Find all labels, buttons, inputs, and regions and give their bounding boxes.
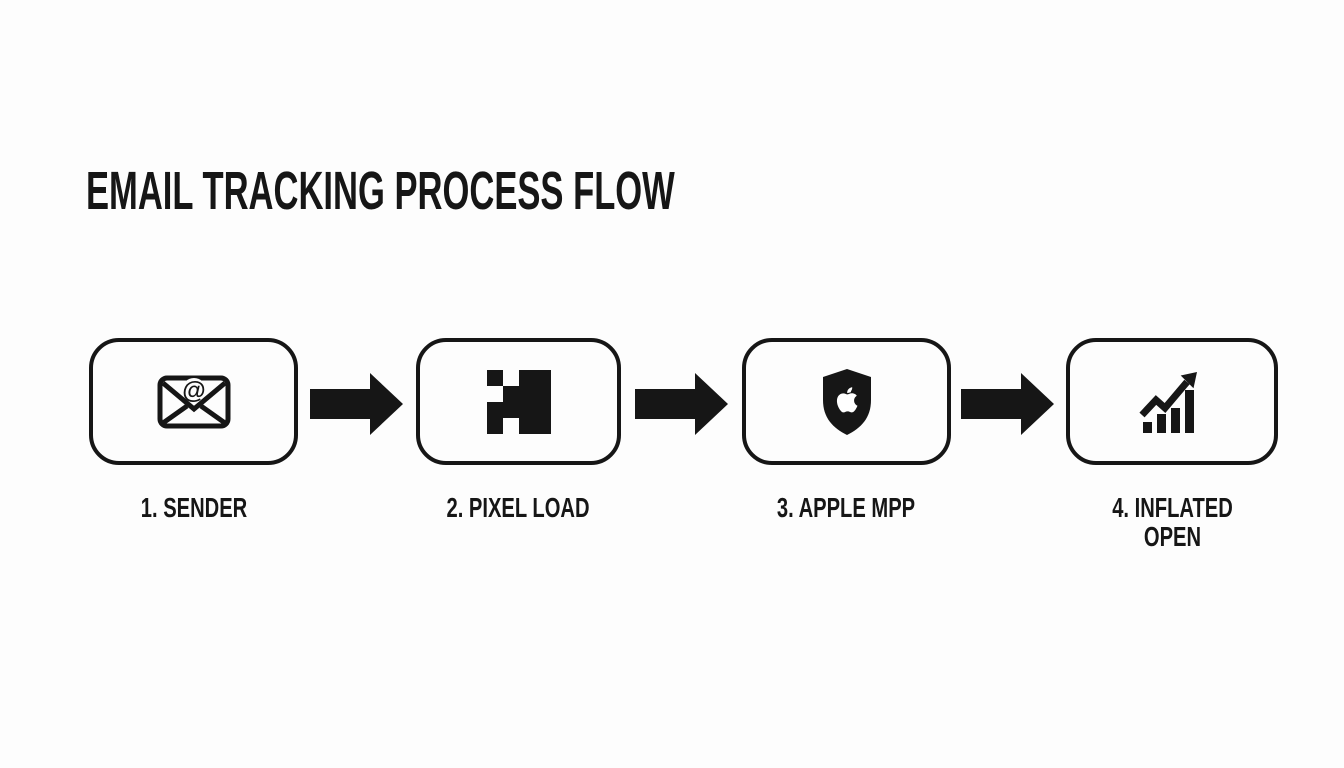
step-box-pixel-load: [416, 338, 621, 465]
step-label-pixel-load: 2. PIXEL LOAD: [446, 492, 590, 523]
apple-privacy-shield-icon: [822, 368, 871, 435]
apple-logo-icon: [836, 386, 857, 412]
right-arrow-icon: [310, 373, 403, 435]
step-label-inflated-open: 4. INFLATED OPEN: [1112, 492, 1233, 553]
rising-bar-chart-icon: [1139, 371, 1197, 433]
envelope-at-icon: @: [157, 375, 230, 428]
step-label-sender: 1. SENDER: [140, 492, 248, 523]
step-box-apple-mpp: [742, 338, 951, 465]
step-box-inflated-open: [1066, 338, 1278, 465]
step-box-sender: @: [89, 338, 298, 465]
right-arrow-icon: [635, 373, 728, 435]
page-title: EMAIL TRACKING PROCESS FLOW: [86, 161, 675, 221]
svg-text:@: @: [182, 377, 205, 404]
right-arrow-icon: [961, 373, 1054, 435]
step-label-apple-mpp: 3. APPLE MPP: [776, 492, 916, 523]
tracking-pixel-icon: [486, 369, 551, 434]
